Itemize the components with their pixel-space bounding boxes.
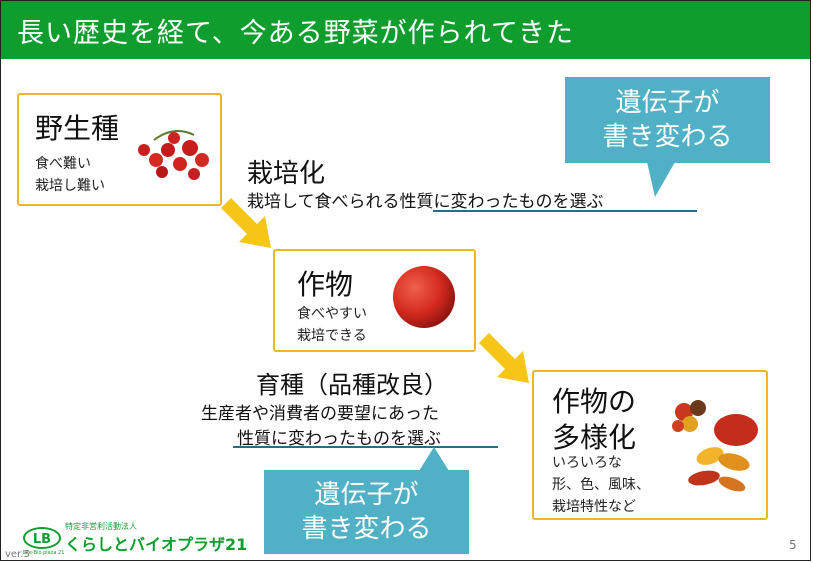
callout-gene-change-top: 遺伝子が 書き変わる	[565, 77, 770, 163]
arrow-crop-to-diverse	[479, 333, 529, 383]
slide-title: 長い歴史を経て、今ある野菜が作られてきた	[17, 18, 575, 49]
cultivation-desc: 栽培して食べられる性質に変わったものを選ぶ	[247, 187, 604, 212]
wild-tomato-image	[138, 130, 209, 180]
crop-line2: 栽培できる	[297, 328, 367, 344]
crop-box: 作物 食べやすい 栽培できる	[273, 249, 476, 352]
version-label: ver.5	[5, 549, 30, 560]
title-bar: 長い歴史を経て、今ある野菜が作られてきた	[1, 1, 810, 59]
callout-top-line1: 遺伝子が	[615, 88, 720, 118]
callout-bottom-line2: 書き変わる	[301, 514, 432, 544]
cultivation-desc-underlined: 性質に変わったものを選ぶ	[399, 192, 604, 212]
wild-species-desc: 食べ難い 栽培し難い	[35, 153, 105, 197]
diversification-line3: 栽培特性など	[552, 499, 636, 515]
diversification-line1: いろいろな	[552, 455, 622, 471]
callout-top-line2: 書き変わる	[602, 122, 733, 152]
callout-bottom-line1: 遺伝子が	[314, 480, 419, 510]
logo-name: くらしとバイオプラザ21	[65, 535, 248, 554]
diversification-line2: 形、色、風味、	[552, 477, 650, 493]
breeding-line1: 生産者や消費者の要望にあった	[201, 404, 439, 424]
tomato-image	[393, 266, 455, 328]
wild-species-heading: 野生種	[35, 112, 120, 145]
logo-mark: LB	[23, 527, 61, 549]
wild-species-line1: 食べ難い	[35, 156, 91, 172]
logo-tagline: Life-Bio plaza 21	[23, 550, 65, 556]
cultivation-underline	[433, 210, 697, 212]
cultivation-heading: 栽培化	[247, 159, 326, 189]
breeding-line2: 性質に変わったものを選ぶ	[237, 429, 441, 449]
arrow-wild-to-crop	[221, 198, 271, 248]
crop-heading: 作物	[297, 268, 354, 301]
callout-gene-change-bottom: 遺伝子が 書き変わる	[264, 470, 469, 554]
crop-line1: 食べやすい	[297, 306, 367, 322]
callout-bottom-pointer	[419, 447, 449, 471]
breeding-heading: 育種（品種改良）	[256, 371, 448, 399]
diverse-tomatoes-image	[672, 400, 758, 492]
diversification-desc: いろいろな 形、色、風味、 栽培特性など	[552, 452, 650, 518]
diversification-heading-2: 多様化	[552, 421, 637, 454]
page-number: 5	[789, 538, 797, 552]
crop-desc: 食べやすい 栽培できる	[297, 303, 367, 347]
diversification-box: 作物の 多様化 いろいろな 形、色、風味、 栽培特性など	[532, 370, 768, 520]
breeding-underline	[233, 446, 498, 448]
wild-species-line2: 栽培し難い	[35, 178, 105, 194]
cultivation-desc-plain: 栽培して食べられる	[247, 192, 400, 212]
org-logo: LB 特定非営利活動法人 くらしとバイオプラザ21 Life-Bio plaza…	[23, 521, 247, 556]
wild-species-box: 野生種 食べ難い 栽培し難い	[17, 93, 222, 206]
logo-mark-text: LB	[32, 532, 52, 547]
callout-top-pointer	[647, 162, 675, 197]
diversification-heading-1: 作物の	[552, 385, 637, 418]
logo-subtitle: 特定非営利活動法人	[65, 522, 137, 531]
